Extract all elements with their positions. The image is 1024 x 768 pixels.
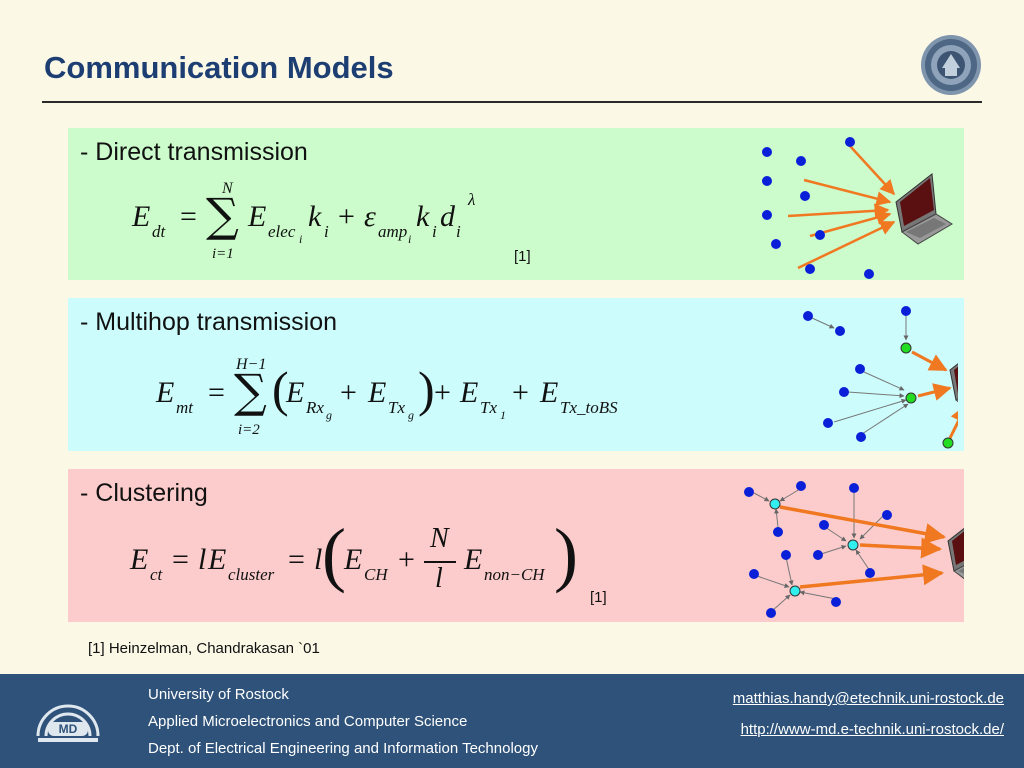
eq-subsubscript: 1: [500, 408, 506, 422]
eq-operator: +: [338, 200, 355, 233]
eq-subscript: i: [456, 222, 461, 241]
eq-subscript: cluster: [228, 565, 275, 584]
eq-sum-lower: i=2: [238, 422, 260, 438]
eq-sum-lower: i=1: [212, 246, 234, 262]
eq-symbol: E: [368, 376, 387, 409]
footer-bar: MD University of Rostock Applied Microel…: [0, 674, 1024, 768]
eq-symbol: E: [464, 543, 483, 576]
eq-symbol: l: [314, 543, 323, 576]
citation: [1]: [590, 589, 607, 606]
footer-university: University of Rostock: [148, 686, 289, 703]
eq-symbol: k: [416, 200, 430, 233]
clustering-network-diagram: [744, 481, 964, 618]
sensor-node: [744, 481, 892, 618]
eq-symbol: k: [308, 200, 322, 233]
eq-subscript: ct: [150, 565, 163, 584]
right-paren-icon: ): [554, 514, 578, 594]
sum-icon: ∑: [234, 364, 267, 418]
sensor-node: [762, 137, 874, 279]
footer-department: Applied Microelectronics and Computer Sc…: [148, 713, 468, 730]
section-heading: - Clustering: [80, 479, 208, 507]
cluster-head-node: [769, 498, 859, 597]
left-paren-icon: (: [272, 361, 289, 417]
eq-symbol: E: [286, 376, 305, 409]
eq-subscript: amp: [378, 222, 408, 241]
direct-equation: E dt = N ∑ i=1 E elec i k i + ε amp i k …: [132, 180, 552, 270]
laptop-icon: [947, 527, 964, 580]
eq-sum-upper: H−1: [236, 356, 267, 373]
page-title: Communication Models: [44, 50, 394, 85]
eq-symbol: E: [540, 376, 559, 409]
eq-symbol: ε: [364, 200, 376, 233]
direct-network-diagram: [762, 137, 953, 279]
eq-subsubscript: i: [299, 232, 303, 246]
university-seal-icon: [921, 35, 981, 95]
eq-subscript: dt: [152, 222, 166, 241]
clustering-panel: - Clustering [1] E ct = l E cluster = l …: [68, 469, 964, 622]
eq-subscript: mt: [176, 398, 193, 417]
eq-operator: =: [208, 376, 225, 409]
section-heading: - Direct transmission: [80, 138, 308, 166]
eq-operator: +: [512, 376, 529, 409]
eq-subscript: Rx: [306, 398, 324, 417]
eq-operator: +: [398, 543, 415, 576]
eq-operator: +: [340, 376, 357, 409]
relay-node: [900, 342, 954, 449]
eq-symbol: E: [208, 543, 227, 576]
logo-text: MD: [59, 722, 78, 736]
sensor-node: [803, 306, 911, 442]
website-link[interactable]: http://www-md.e-technik.uni-rostock.de/: [740, 721, 1004, 738]
eq-symbol: E: [344, 543, 363, 576]
eq-subscript: i: [432, 222, 437, 241]
multihop-network-diagram: [803, 306, 958, 449]
eq-symbol: E: [248, 200, 267, 233]
eq-subscript: Tx: [480, 398, 497, 417]
arrow: [779, 505, 947, 589]
eq-subscript: elec: [268, 222, 296, 241]
eq-symbol: d: [440, 200, 455, 233]
reference-footnote: [1] Heinzelman, Chandrakasan `01: [88, 640, 320, 657]
eq-symbol: E: [132, 200, 151, 233]
eq-symbol: E: [130, 543, 149, 576]
title-divider: [42, 101, 982, 103]
eq-subscript: i: [324, 222, 329, 241]
eq-subsubscript: g: [408, 408, 414, 422]
eq-symbol: E: [156, 376, 175, 409]
eq-subsubscript: g: [326, 408, 332, 422]
arrow: [911, 350, 958, 443]
eq-operator: =: [288, 543, 305, 576]
multihop-equation: E mt = H−1 ∑ i=2 ( E Rx g + E Tx g ) + E…: [156, 356, 656, 446]
eq-subsubscript: i: [408, 232, 412, 246]
eq-symbol: l: [198, 543, 207, 576]
eq-operator: =: [180, 200, 197, 233]
eq-subscript: Tx_toBS: [560, 398, 618, 417]
eq-fraction-denominator: l: [435, 563, 443, 594]
eq-superscript: λ: [468, 190, 476, 209]
md-logo-icon: MD: [36, 704, 100, 742]
citation: [1]: [514, 248, 531, 265]
eq-sum-upper: N: [222, 180, 233, 197]
eq-fraction-numerator: N: [430, 523, 449, 554]
footer-faculty: Dept. of Electrical Engineering and Info…: [148, 740, 538, 757]
right-paren-icon: ): [418, 361, 435, 417]
eq-symbol: E: [460, 376, 479, 409]
section-heading: - Multihop transmission: [80, 308, 338, 336]
clustering-equation: E ct = l E cluster = l ( E CH + N l E no…: [130, 514, 600, 619]
multihop-transmission-panel: - Multihop transmission E mt = H−1 ∑ i=2…: [68, 298, 964, 451]
fraction-bar: [424, 561, 456, 563]
eq-subscript: CH: [364, 565, 388, 584]
laptop-icon: [895, 173, 953, 245]
sum-icon: ∑: [206, 188, 239, 242]
left-paren-icon: (: [322, 514, 346, 594]
eq-operator: =: [172, 543, 189, 576]
email-link[interactable]: matthias.handy@etechnik.uni-rostock.de: [732, 690, 1004, 707]
arrow: [811, 315, 909, 435]
eq-operator: +: [434, 376, 451, 409]
laptop-icon: [949, 363, 958, 403]
eq-subscript: Tx: [388, 398, 405, 417]
direct-transmission-panel: - Direct transmission [1] E dt = N ∑ i=1…: [68, 128, 964, 280]
eq-subscript: non−CH: [484, 565, 545, 584]
